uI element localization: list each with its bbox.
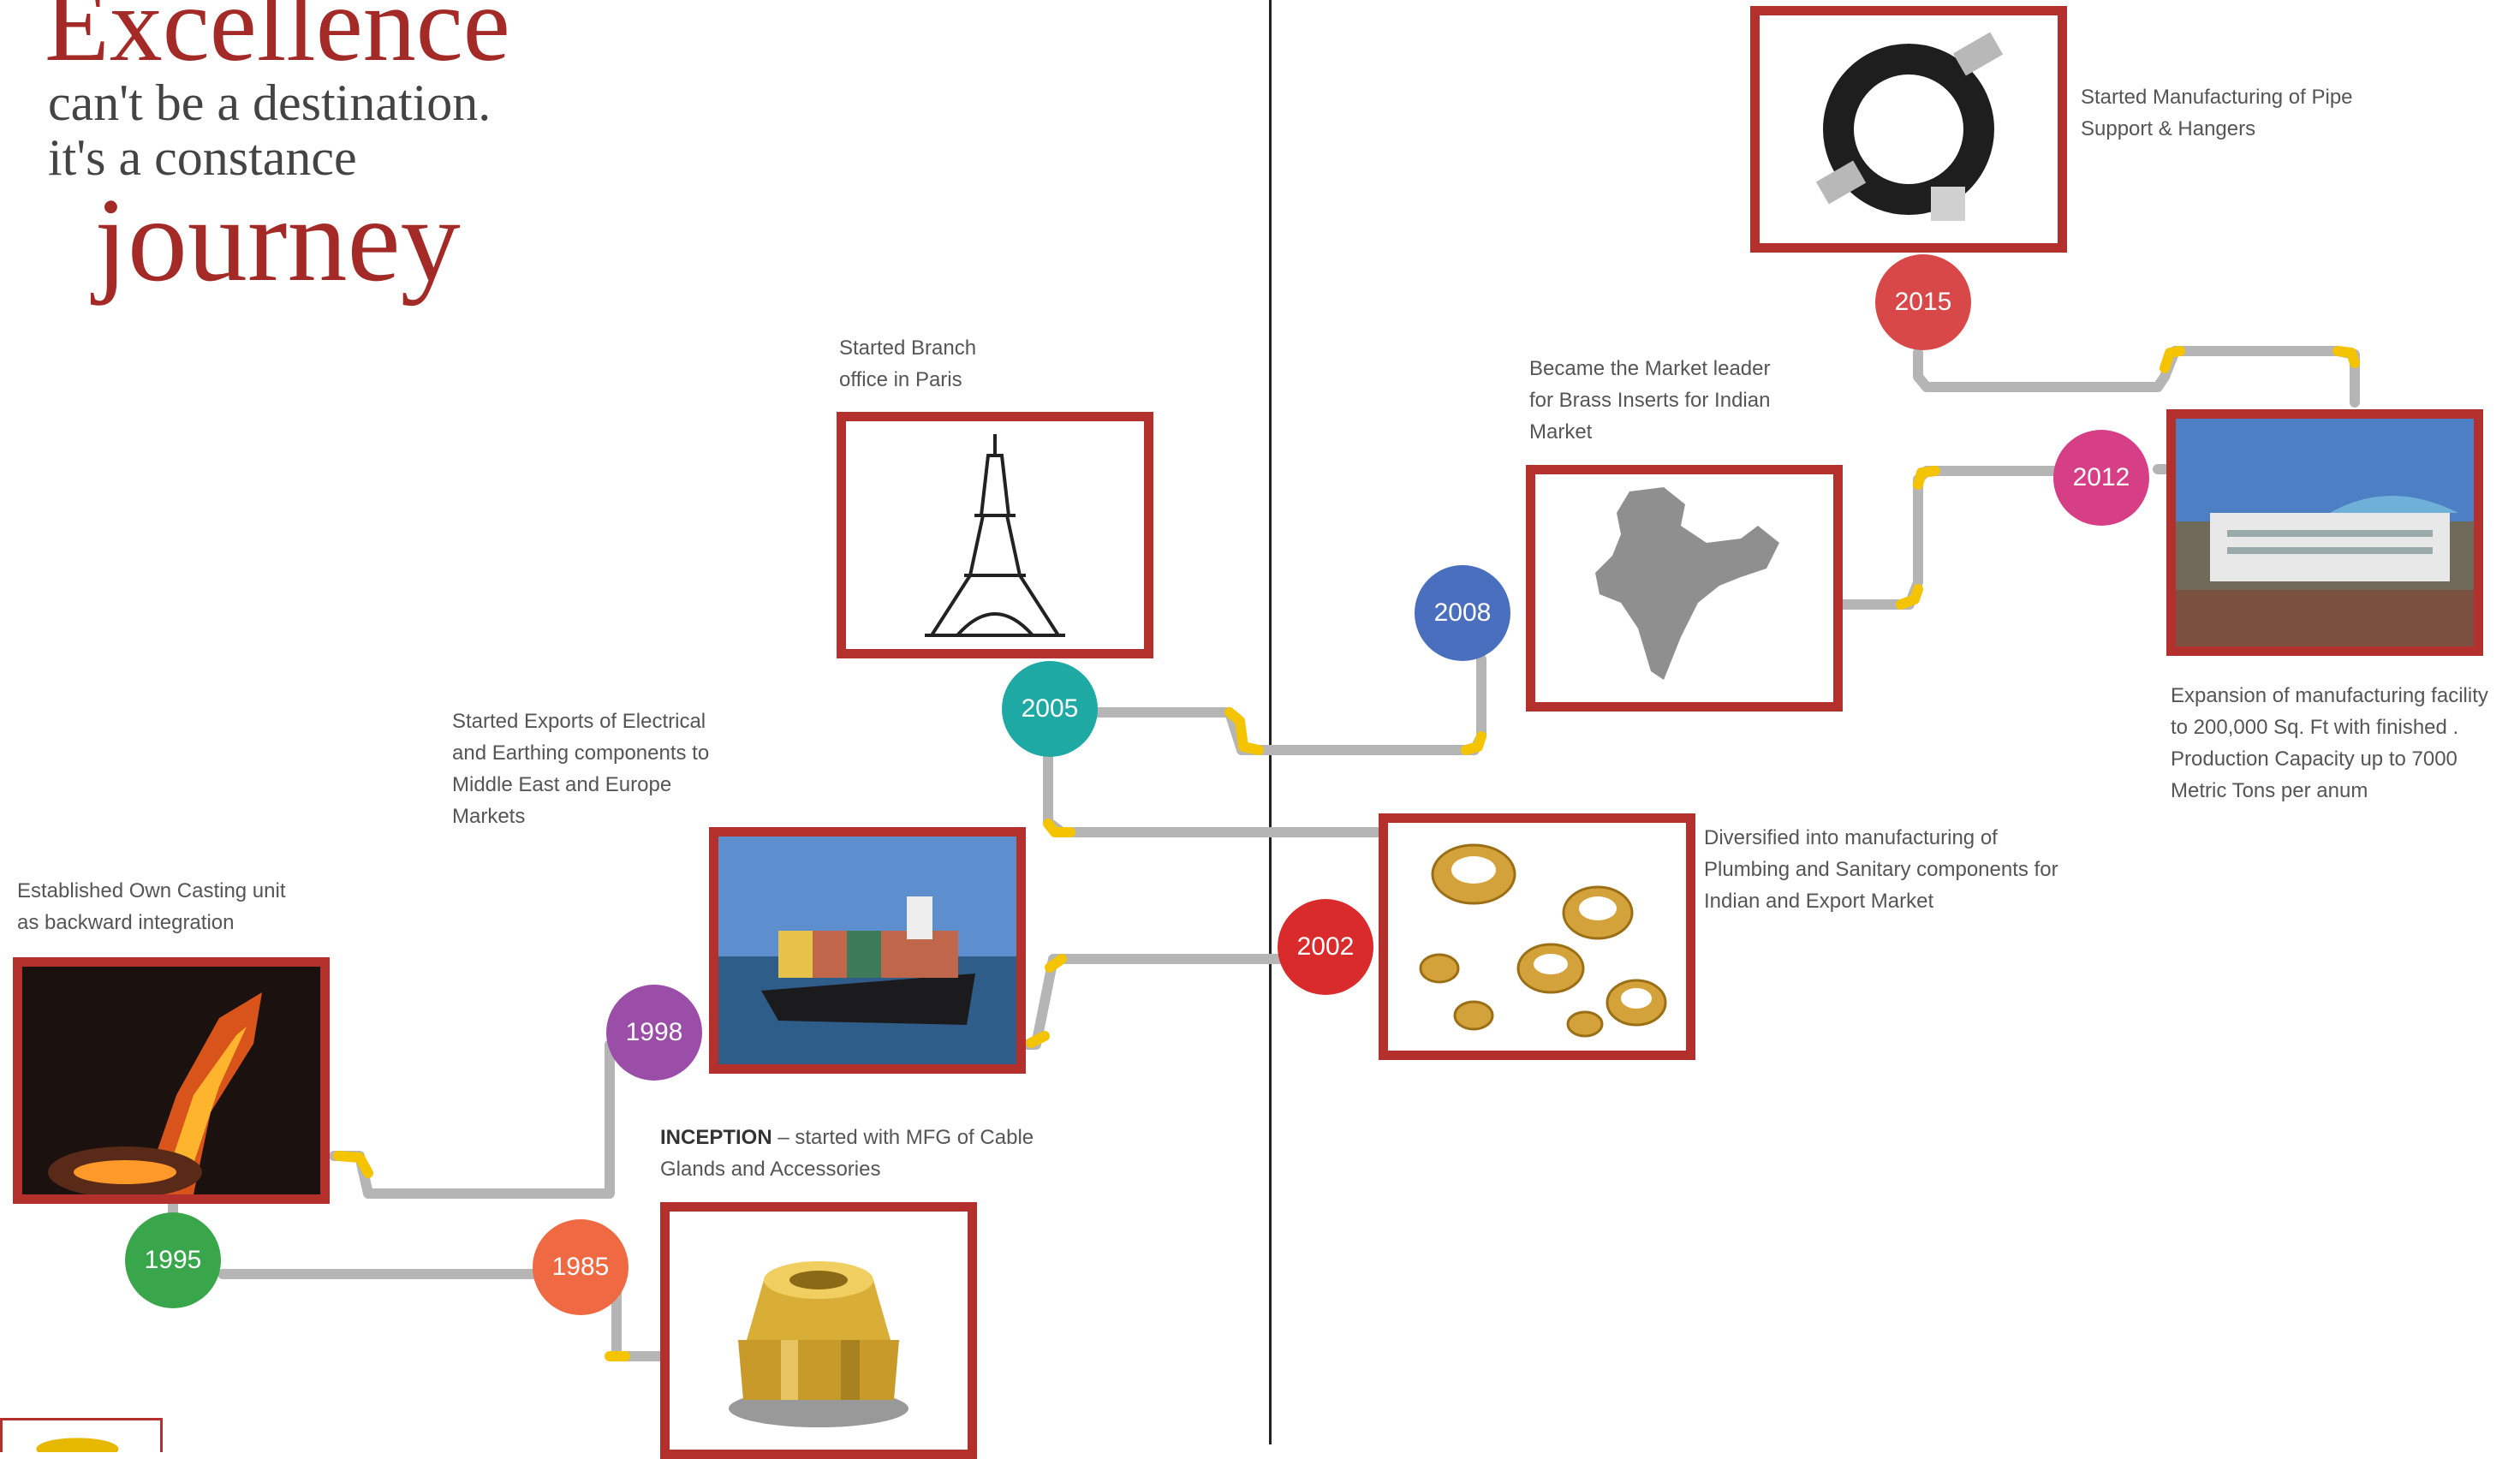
page-title: Excellence can't be a destination. it's … [45, 0, 510, 307]
year-badge-1995: 1995 [125, 1212, 221, 1308]
pipe-clamp-icon [1815, 32, 2004, 221]
year-badge-2005: 2005 [1002, 661, 1098, 757]
pipe-1998-2002 [1014, 954, 1284, 1050]
image-frame-2002 [1379, 813, 1695, 1060]
factory-building-icon [2176, 419, 2474, 646]
title-journey: journey [94, 174, 461, 307]
image-frame-2005 [837, 412, 1153, 658]
joint-4 [1043, 819, 1075, 837]
pipe-2005-2008 [1091, 654, 1486, 755]
caption-1985-text: – started with MFG of Cable Glands and A… [660, 1126, 1034, 1181]
logo-emblem-icon [36, 1438, 119, 1459]
caption-2005: Started Branch office in Paris [839, 336, 977, 391]
caption-1995: Established Own Casting unit as backward… [17, 879, 286, 934]
page-fold-divider [1269, 0, 1272, 1444]
joint-6 [1896, 466, 1940, 610]
year-badge-1985: 1985 [533, 1219, 629, 1315]
joint-3 [1026, 954, 1067, 1048]
year-badge-2012: 2012 [2053, 430, 2149, 526]
pipe-2002-2005 [1043, 718, 1385, 837]
caption-2012: Expansion of manufacturing facility to 2… [2171, 684, 2488, 802]
india-map-icon [1595, 487, 1779, 680]
brass-fittings-icon [1419, 843, 1667, 1038]
joint-7 [2160, 346, 2360, 373]
cable-gland-icon [729, 1261, 909, 1427]
image-frame-2015 [1750, 6, 2067, 253]
caption-2015: Started Manufacturing of Pipe Support & … [2081, 86, 2353, 140]
company-logo [0, 1418, 163, 1459]
image-frame-1998 [709, 827, 1026, 1074]
pipe-2008-2012 [1836, 466, 2060, 610]
year-badge-2002: 2002 [1278, 899, 1373, 995]
year-badge-2015: 2015 [1875, 254, 1971, 350]
image-frame-2008 [1526, 465, 1843, 712]
eiffel-tower-icon [925, 434, 1065, 637]
image-frame-1995 [13, 957, 330, 1204]
title-excellence: Excellence [45, 0, 510, 83]
title-line-constance: it's a constance [48, 129, 357, 186]
title-line-destination: can't be a destination. [48, 74, 491, 131]
year-badge-1998: 1998 [606, 985, 702, 1081]
caption-2008: Became the Market leader for Brass Inser… [1529, 357, 1771, 444]
cargo-ship-icon [718, 837, 1016, 1064]
image-frame-2012 [2166, 409, 2483, 656]
year-badge-2008: 2008 [1415, 565, 1510, 661]
caption-2002: Diversified into manufacturing of Plumbi… [1704, 826, 2058, 913]
caption-1985: INCEPTION – started with MFG of Cable Gl… [660, 1122, 1054, 1185]
image-frame-1985 [660, 1202, 977, 1459]
joint-5 [1224, 707, 1486, 755]
casting-furnace-icon [22, 967, 320, 1194]
joint-2 [333, 1151, 373, 1178]
caption-1985-bold: INCEPTION [660, 1126, 772, 1149]
caption-1998: Started Exports of Electrical and Earthi… [452, 710, 710, 828]
